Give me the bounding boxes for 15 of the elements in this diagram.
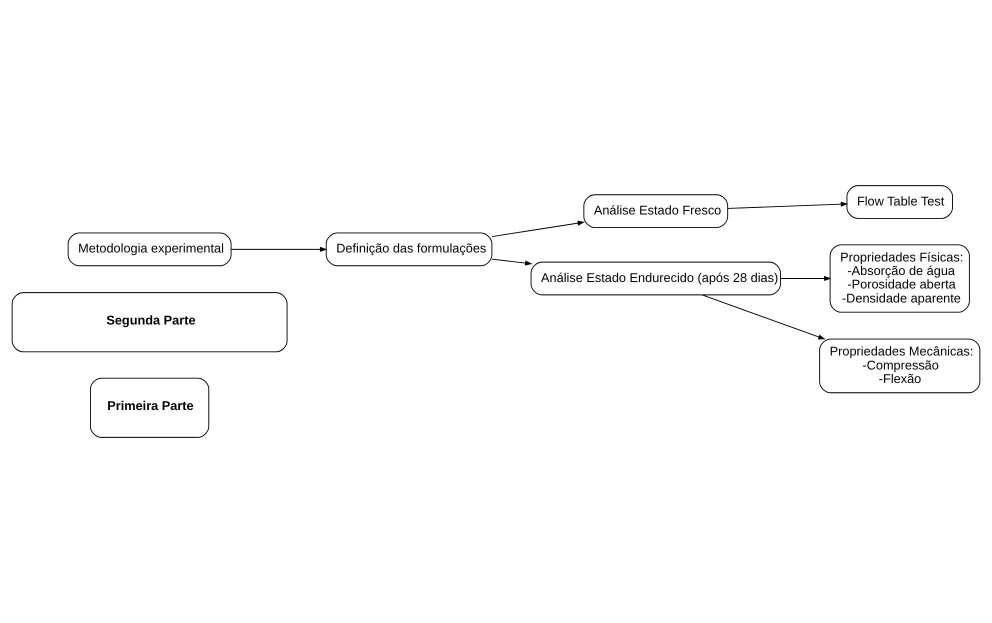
node-box: Propriedades Físicas: -Absorção de água -Porosidade aberta -Densidade aparente	[830, 244, 970, 313]
node-box: Flow Table Test	[846, 185, 953, 219]
node-box: Análise Estado Endurecido (após 28 dias)	[530, 262, 781, 296]
arrow	[727, 202, 848, 209]
arrow	[230, 246, 328, 252]
arrow	[492, 220, 585, 237]
node-box: Propriedades Mecânicas: -Compressão -Flexão	[819, 338, 980, 394]
node-box: Segunda Parte	[12, 292, 288, 352]
arrow	[702, 294, 826, 340]
arrow	[780, 276, 832, 282]
node-box: Definição das formulações	[326, 232, 492, 266]
node-box: Primeira Parte	[90, 378, 210, 438]
node-box: Análise Estado Fresco	[583, 194, 728, 228]
arrow	[492, 258, 532, 266]
node-box: Metodologia experimental	[68, 232, 232, 266]
